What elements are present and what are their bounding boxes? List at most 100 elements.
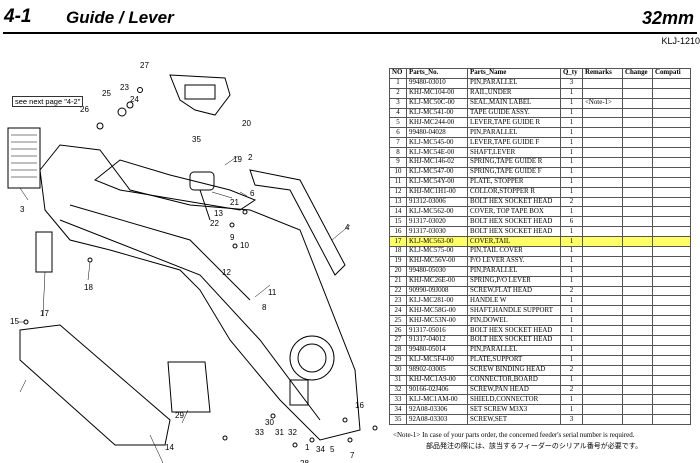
callout-33: 33 (255, 428, 264, 437)
cell-parts-name: BOLT HEX SOCKET HEAD (467, 226, 561, 238)
cell-parts-no: 90166-02J406 (406, 384, 468, 396)
callout-5: 5 (330, 445, 335, 454)
cell-qty: 1 (560, 335, 583, 346)
section-number: 4-1 (4, 6, 32, 27)
cell-remarks (582, 176, 623, 188)
cell-qty: 3 (560, 77, 583, 89)
cell-parts-no: 91317-03020 (406, 216, 468, 228)
cell-compati (652, 196, 691, 208)
cell-no: 35 (389, 414, 407, 426)
cell-change (622, 295, 653, 307)
cell-qty: 1 (560, 265, 583, 277)
cell-compati (652, 216, 691, 228)
cell-qty: 1 (560, 275, 583, 287)
cell-qty: 2 (560, 196, 583, 208)
callout-9: 9 (230, 233, 235, 242)
cell-change (622, 315, 653, 327)
cell-no: 17 (389, 236, 407, 248)
cell-qty: 1 (560, 246, 583, 257)
cell-remarks (582, 206, 623, 218)
cell-parts-no: KLJ-MC547-00 (406, 166, 468, 178)
cover-tail (35, 231, 53, 273)
cell-qty: 6 (560, 216, 583, 228)
feeder-body (39, 144, 361, 441)
col-remarks: Remarks (582, 68, 623, 79)
cell-change (622, 196, 653, 208)
cell-parts-name: PLATE,SUPPORT (467, 354, 561, 366)
col-change: Change (622, 68, 653, 79)
cell-remarks (582, 285, 623, 297)
cell-compati (652, 275, 691, 287)
cell-no: 5 (389, 117, 407, 129)
cell-change (622, 236, 653, 248)
cell-compati (652, 77, 691, 89)
cell-change (622, 285, 653, 297)
cell-parts-no: 99480-03010 (406, 77, 468, 89)
cell-no: 6 (389, 127, 407, 139)
cell-parts-name: PIN,PARALLEL (467, 344, 561, 356)
cell-qty: 1 (560, 305, 583, 317)
cell-no: 14 (389, 206, 407, 218)
callout-22: 22 (210, 219, 219, 228)
cell-parts-name: PIN,PARALLEL (467, 127, 561, 139)
cell-change (622, 354, 653, 366)
cell-no: 2 (389, 87, 407, 99)
cell-parts-no: 99480-05014 (406, 344, 468, 356)
callout-27: 27 (140, 61, 149, 70)
cell-compati (652, 246, 691, 257)
cell-compati (652, 107, 691, 119)
cell-compati (652, 325, 691, 337)
note-1-english: <Note-1> In case of your parts order, th… (393, 431, 635, 439)
cell-no: 15 (389, 216, 407, 228)
col-parts-no: Parts_No. (406, 68, 468, 79)
cell-remarks (582, 236, 623, 248)
cell-parts-no: KHJ-MC53N-00 (406, 315, 468, 327)
cell-change (622, 216, 653, 228)
cell-qty: 1 (560, 87, 583, 99)
cell-qty: 1 (560, 206, 583, 218)
cell-change (622, 137, 653, 149)
callout-15: 15 (10, 317, 19, 326)
cell-qty: 1 (560, 315, 583, 327)
cell-remarks (582, 275, 623, 287)
cell-change (622, 87, 653, 99)
cell-remarks (582, 147, 623, 159)
cell-compati (652, 315, 691, 327)
callout-10: 10 (240, 241, 249, 250)
cell-parts-no: KLJ-MC5F4-00 (406, 354, 468, 366)
callout-24: 24 (130, 95, 139, 104)
cell-parts-name: PIN,DOWEL (467, 315, 561, 327)
cell-change (622, 157, 653, 168)
cell-remarks (582, 196, 623, 208)
tape-guide-lever (94, 159, 257, 211)
callout-21: 21 (230, 198, 239, 207)
cell-parts-name: SEAL,MAIN LABEL (467, 97, 561, 109)
cell-parts-name: PLATE, STOPPER (467, 176, 561, 188)
cell-parts-name: PIN,PARALLEL (467, 265, 561, 277)
cell-remarks (582, 305, 623, 317)
callout-7: 7 (350, 451, 355, 460)
cell-no: 7 (389, 137, 407, 149)
cell-no: 13 (389, 196, 407, 208)
cell-no: 3 (389, 97, 407, 109)
cell-parts-no: 91317-03030 (406, 226, 468, 238)
cell-remarks: <Note-1> (582, 97, 623, 109)
cell-change (622, 394, 653, 406)
feeder-size: 32mm (641, 8, 694, 28)
handle (169, 74, 231, 116)
cell-remarks (582, 216, 623, 228)
cell-qty: 1 (560, 157, 583, 168)
see-next-page-note: see next page "4-2" (12, 96, 84, 107)
cell-parts-no: KLJ-MC54Y-00 (406, 176, 468, 188)
